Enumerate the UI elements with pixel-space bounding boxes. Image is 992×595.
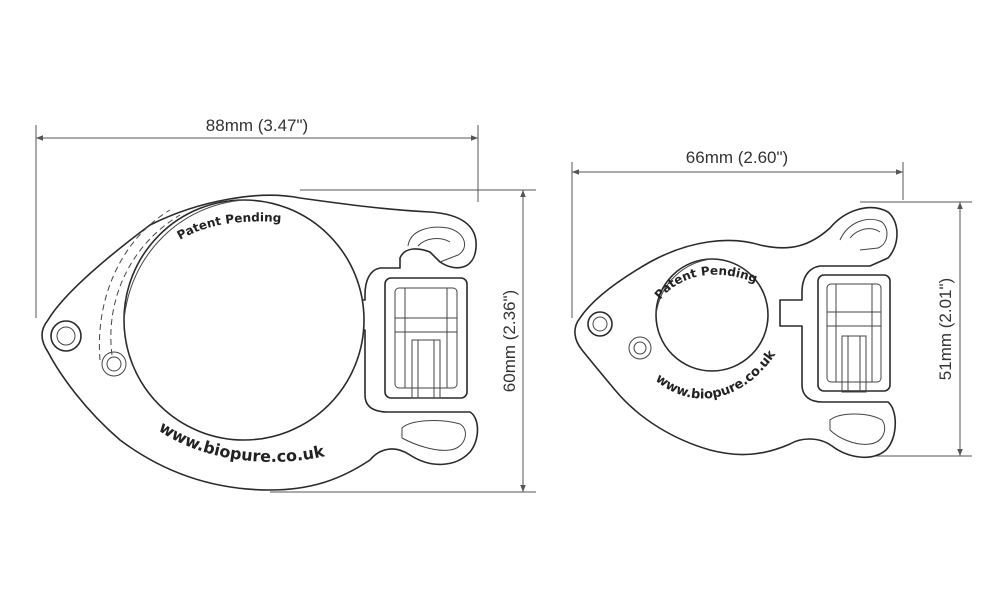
- large-clamp-height-label: 60mm (2.36"): [500, 290, 519, 392]
- small-clamp-width-dimension: 66mm (2.60"): [571, 148, 904, 318]
- small-clamp-logo-roundel: [628, 336, 652, 360]
- large-clamp-bore: [123, 199, 365, 441]
- large-clamp-hinge: [50, 320, 82, 352]
- large-clamp-latch: [384, 277, 468, 399]
- large-clamp-body: Patent Pending www.biopure.co.uk: [41, 194, 479, 491]
- small-clamp-height-label: 51mm (2.01"): [936, 278, 955, 380]
- small-clamp-body: Patent Pending www.biopure.co.uk: [574, 206, 898, 458]
- small-clamp-height-dimension: 51mm (2.01"): [860, 201, 972, 457]
- small-clamp-latch: [817, 274, 891, 393]
- large-clamp: 88mm (3.47") 60mm (2.36"): [35, 116, 536, 493]
- small-clamp-hinge: [587, 311, 613, 337]
- large-clamp-logo-roundel: [101, 351, 127, 377]
- large-clamp-width-label: 88mm (3.47"): [206, 116, 308, 135]
- large-clamp-width-dimension: 88mm (3.47"): [35, 116, 479, 318]
- small-clamp: 66mm (2.60") 51mm (2.01"): [571, 148, 972, 458]
- small-clamp-width-label: 66mm (2.60"): [686, 148, 788, 167]
- large-clamp-height-dimension: 60mm (2.36"): [270, 189, 536, 493]
